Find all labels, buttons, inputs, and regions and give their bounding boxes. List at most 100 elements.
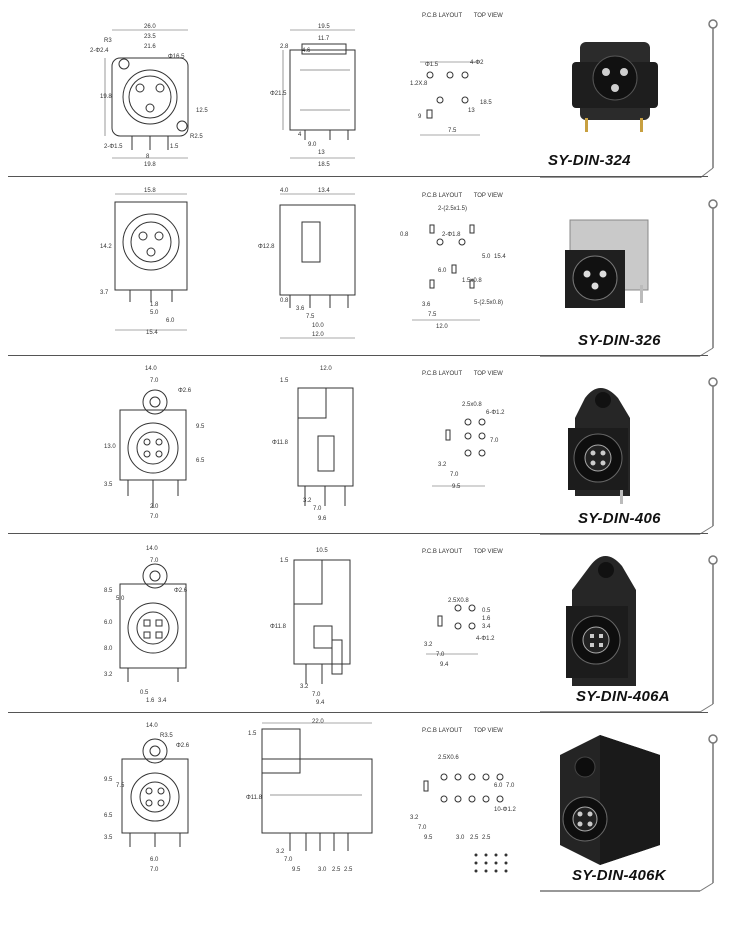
dim: 23.5 xyxy=(144,34,156,40)
dim: 15.4 xyxy=(146,330,158,336)
dim: 10.0 xyxy=(312,323,324,329)
dim: 9.5 xyxy=(452,484,461,490)
dim: 3.4 xyxy=(158,698,167,704)
dim: 2.8 xyxy=(280,44,289,50)
top-view-label: TOP VIEW xyxy=(473,371,503,377)
side-view-drawing xyxy=(293,559,351,684)
dim: Φ2.6 xyxy=(174,588,188,594)
model-name: SY-DIN-406K xyxy=(572,867,666,884)
dim: 1.5 xyxy=(170,144,179,150)
pcb-layout-drawing xyxy=(432,418,486,487)
dim: 7.0 xyxy=(312,692,321,698)
dim: Φ11.8 xyxy=(246,795,263,801)
dim: 5.0 xyxy=(482,254,491,260)
dim: 3.2 xyxy=(104,672,113,678)
dim: 3.5 xyxy=(104,835,113,841)
dimension-labels: 14.0 7.0 Φ2.6 9.5 13.0 6.5 3.5 2.0 7.0 1… xyxy=(104,366,505,522)
row-frame xyxy=(121,722,718,892)
model-name: SY-DIN-324 xyxy=(548,152,631,169)
side-view-drawing xyxy=(261,722,373,851)
dim: 15.8 xyxy=(144,188,156,194)
row-divider xyxy=(8,355,708,356)
pcb-header: P.C.B LAYOUT TOP VIEW xyxy=(422,728,513,734)
dim: 3.2 xyxy=(276,849,285,855)
dim: 2.5x0.8 xyxy=(462,402,482,408)
dim: 18.5 xyxy=(318,162,330,168)
pcb-header: P.C.B LAYOUT TOP VIEW xyxy=(422,13,513,19)
dimension-labels: 26.0 23.5 21.6 R3 2-Φ2.4 Φ16.5 19.8 12.5… xyxy=(90,24,492,168)
dim: 7.0 xyxy=(418,825,427,831)
row-frame xyxy=(114,193,718,357)
pcb-layout-label: P.C.B LAYOUT xyxy=(422,371,463,377)
dim: 4-Φ2 xyxy=(470,60,484,66)
front-view-drawing xyxy=(119,563,187,682)
dim: 3.2 xyxy=(300,684,309,690)
dim: 1.6 xyxy=(482,616,491,622)
dim: 13.4 xyxy=(318,188,330,194)
dim: 19.5 xyxy=(318,24,330,30)
model-name: SY-DIN-406A xyxy=(576,688,670,705)
pcb-layout-label: P.C.B LAYOUT xyxy=(422,728,463,734)
product-photo xyxy=(565,219,649,308)
dim: Φ11.8 xyxy=(270,624,287,630)
dim: 12.5 xyxy=(196,108,208,114)
dim: R3 xyxy=(104,38,112,44)
dim: 2-(2.5x1.5) xyxy=(438,206,467,212)
dim: 1.5 xyxy=(248,731,257,737)
dim: 7.0 xyxy=(313,506,322,512)
row-divider xyxy=(8,533,708,534)
dim: 7.0 xyxy=(506,783,515,789)
dim: 9.4 xyxy=(440,662,449,668)
dim: 12.0 xyxy=(320,366,332,372)
dim: 4 xyxy=(298,132,302,138)
dim: 3.6 xyxy=(296,306,305,312)
row-frame xyxy=(119,377,718,535)
dim: 7.5 xyxy=(428,312,437,318)
dim: 7.0 xyxy=(150,514,159,520)
dimension-labels: 15.8 14.2 3.7 1.8 5.0 6.0 15.4 4.0 13.4 … xyxy=(100,188,506,338)
front-view-drawing xyxy=(104,29,189,159)
dim: 1.8 xyxy=(150,302,159,308)
dim: 9.6 xyxy=(318,516,327,522)
dim: 4.0 xyxy=(280,188,289,194)
pcb-header: P.C.B LAYOUT TOP VIEW xyxy=(422,549,513,555)
product-photo xyxy=(568,388,630,504)
dim: 7.0 xyxy=(150,558,159,564)
dim: 3.0 xyxy=(318,867,327,873)
product-photo xyxy=(566,556,636,686)
dim: 0.5 xyxy=(482,608,491,614)
dim: 4-Φ1.2 xyxy=(476,636,495,642)
side-view-drawing xyxy=(279,193,356,339)
dim: 3.2 xyxy=(303,498,312,504)
dim: 3.2 xyxy=(410,815,419,821)
dim: R3.5 xyxy=(160,733,173,739)
row-divider xyxy=(8,712,708,713)
dim: 21.6 xyxy=(144,44,156,50)
dim: 19.8 xyxy=(100,94,112,100)
dimension-labels: 14.0 R3.5 Φ2.6 9.5 7.5 6.5 3.5 6.0 7.0 2… xyxy=(104,719,516,873)
dim: 0.5 xyxy=(140,690,149,696)
dim: 22.0 xyxy=(312,719,324,725)
dim: 7.0 xyxy=(150,867,159,873)
dim: 5-(2.5x0.8) xyxy=(474,300,503,306)
front-view-drawing xyxy=(121,738,189,847)
dim: 13 xyxy=(468,108,475,114)
dim: 3.4 xyxy=(482,624,491,630)
dim: Φ2.6 xyxy=(178,388,192,394)
pcb-layout-label: P.C.B LAYOUT xyxy=(422,13,463,19)
front-view-drawing xyxy=(119,389,187,508)
dim: 14.2 xyxy=(100,244,112,250)
dim: 2.0 xyxy=(150,504,159,510)
dim: 19.8 xyxy=(144,162,156,168)
dim: 9.5 xyxy=(104,777,113,783)
top-view-label: TOP VIEW xyxy=(473,549,503,555)
top-view-label: TOP VIEW xyxy=(473,728,503,734)
dim: 9.4 xyxy=(316,700,325,706)
row-divider xyxy=(8,176,708,177)
row-frame xyxy=(119,555,718,713)
model-name: SY-DIN-406 xyxy=(578,510,661,527)
dim: 1.5x0.8 xyxy=(462,278,482,284)
dim: 0.8 xyxy=(400,232,409,238)
dim: 2.5 xyxy=(470,835,479,841)
dim: 5.0 xyxy=(150,310,159,316)
